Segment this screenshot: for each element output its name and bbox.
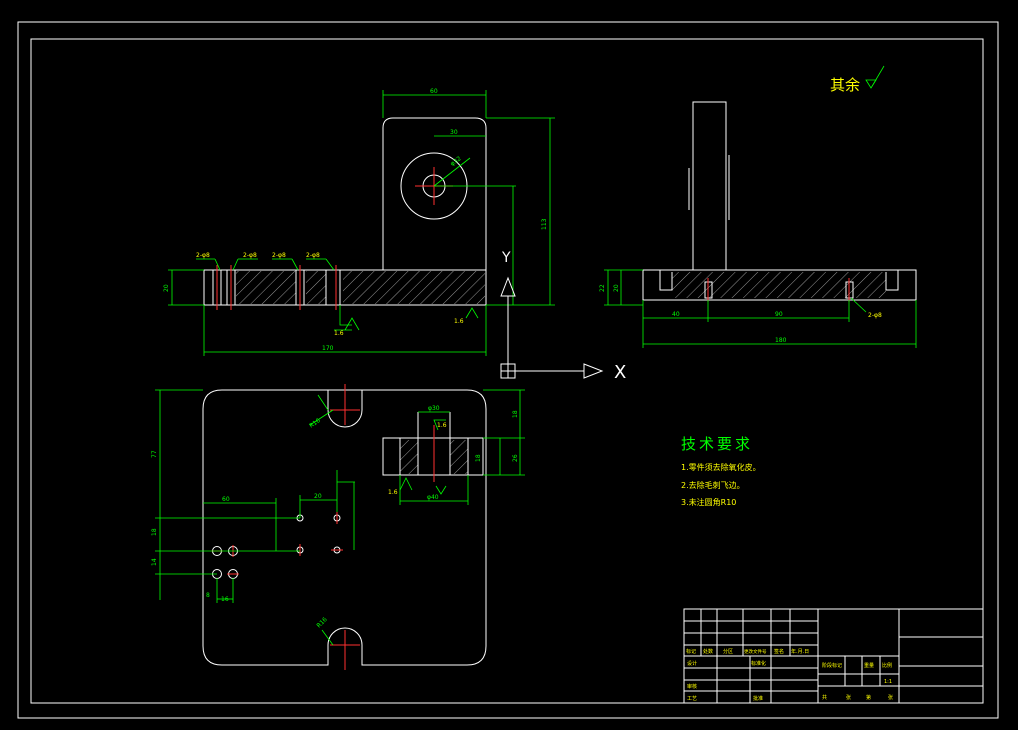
top-dim-8: 8: [206, 592, 210, 599]
sec-dim-r2: 26: [512, 454, 519, 462]
tech-req-item-1: 1.零件须去除氧化皮。: [681, 462, 761, 472]
inner-border: [30, 38, 984, 704]
side-dim-b: 90: [775, 311, 783, 318]
sec-dim-r1: 18: [512, 410, 519, 418]
tb-label-6: 设计: [687, 660, 697, 667]
tb-label-8: 审核: [687, 683, 697, 690]
side-view: 180 40 90 22 20 2-φ8: [599, 101, 917, 348]
sec-dim-bottom: φ40: [427, 494, 439, 501]
sec-dim-r3: 18: [475, 454, 482, 462]
dim-height-total: 113: [541, 218, 548, 230]
dim-width-top: 60: [430, 88, 438, 95]
tb-label-5: 年.月.日: [791, 648, 809, 655]
tb-label-13: 比例: [882, 662, 892, 669]
hole-callout-2: 2-φ8: [243, 252, 257, 259]
tb-label-10: 批准: [753, 695, 763, 702]
title-block: 标记 处数 分区 更改文件号 签名 年.月.日 设计 标准化 审核 工艺 批准 …: [683, 608, 984, 704]
roughness-2: 1.6: [454, 318, 464, 325]
section-detail: φ30 φ40 1.6 18 26 18 1.6: [382, 389, 525, 505]
dim-total-length: 170: [322, 345, 334, 352]
tb-label-2: 分区: [723, 648, 733, 655]
dim-hole-offset: 30: [450, 129, 458, 136]
roughness-note: 其余: [830, 76, 860, 94]
tb-label-3: 更改文件号: [744, 648, 767, 655]
tech-req-title: 技术要求: [681, 435, 753, 453]
tb-label-1: 处数: [703, 648, 713, 655]
hole-callout-1: 2-φ8: [196, 252, 210, 259]
top-view: 77 18 14 60 20 8 16 R16 R16: [151, 384, 487, 670]
tb-label-12: 重量: [864, 662, 874, 669]
dim-base-height: 20: [163, 284, 170, 292]
tb-label-7: 标准化: [751, 660, 766, 667]
top-dim-14: 14: [151, 558, 158, 566]
sec-dim-top: φ30: [428, 405, 440, 412]
tb-label-9: 工艺: [687, 696, 697, 702]
tb-scale: 1:1: [884, 679, 892, 685]
side-height-2: 20: [613, 284, 620, 292]
front-view: 60 30 φ32 113 20 170 2-φ8 2-φ8 2-φ8 2-φ8: [163, 88, 555, 356]
hole-callout-4: 2-φ8: [306, 252, 320, 259]
ucs-icon: Y X: [500, 250, 626, 383]
side-height-1: 22: [599, 284, 606, 292]
outer-border: [17, 21, 999, 719]
tb-label-14: 共: [822, 694, 827, 701]
tb-label-4: 签名: [774, 648, 784, 655]
dim-hole-dia: φ32: [449, 155, 463, 167]
sec-roughness-left: 1.6: [388, 489, 398, 496]
roughness-1: 1.6: [334, 330, 344, 337]
side-dim-total: 180: [775, 337, 787, 344]
roughness-symbol: [865, 65, 885, 89]
tb-label-0: 标记: [686, 648, 696, 655]
top-dim-77: 77: [151, 450, 158, 458]
top-dim-16: 16: [221, 596, 229, 603]
tech-req-item-3: 3.未注圆角R10: [681, 497, 736, 507]
side-hole-callout: 2-φ8: [868, 312, 882, 319]
tech-req-item-2: 2.去除毛刺飞边。: [681, 480, 745, 490]
sec-roughness: 1.6: [437, 422, 447, 429]
tb-label-16: 第: [866, 694, 871, 701]
hole-callout-3: 2-φ8: [272, 252, 286, 259]
side-dim-a: 40: [672, 311, 680, 318]
top-dim-18: 18: [151, 528, 158, 536]
top-dim-r16-b: R16: [315, 616, 328, 629]
ucs-x: X: [614, 362, 626, 383]
tb-label-17: 张: [888, 694, 893, 701]
ucs-y: Y: [501, 250, 511, 266]
top-dim-60: 60: [222, 496, 230, 503]
tb-label-15: 张: [846, 694, 851, 701]
top-dim-20: 20: [314, 493, 322, 500]
tb-label-11: 阶段标记: [822, 662, 842, 669]
